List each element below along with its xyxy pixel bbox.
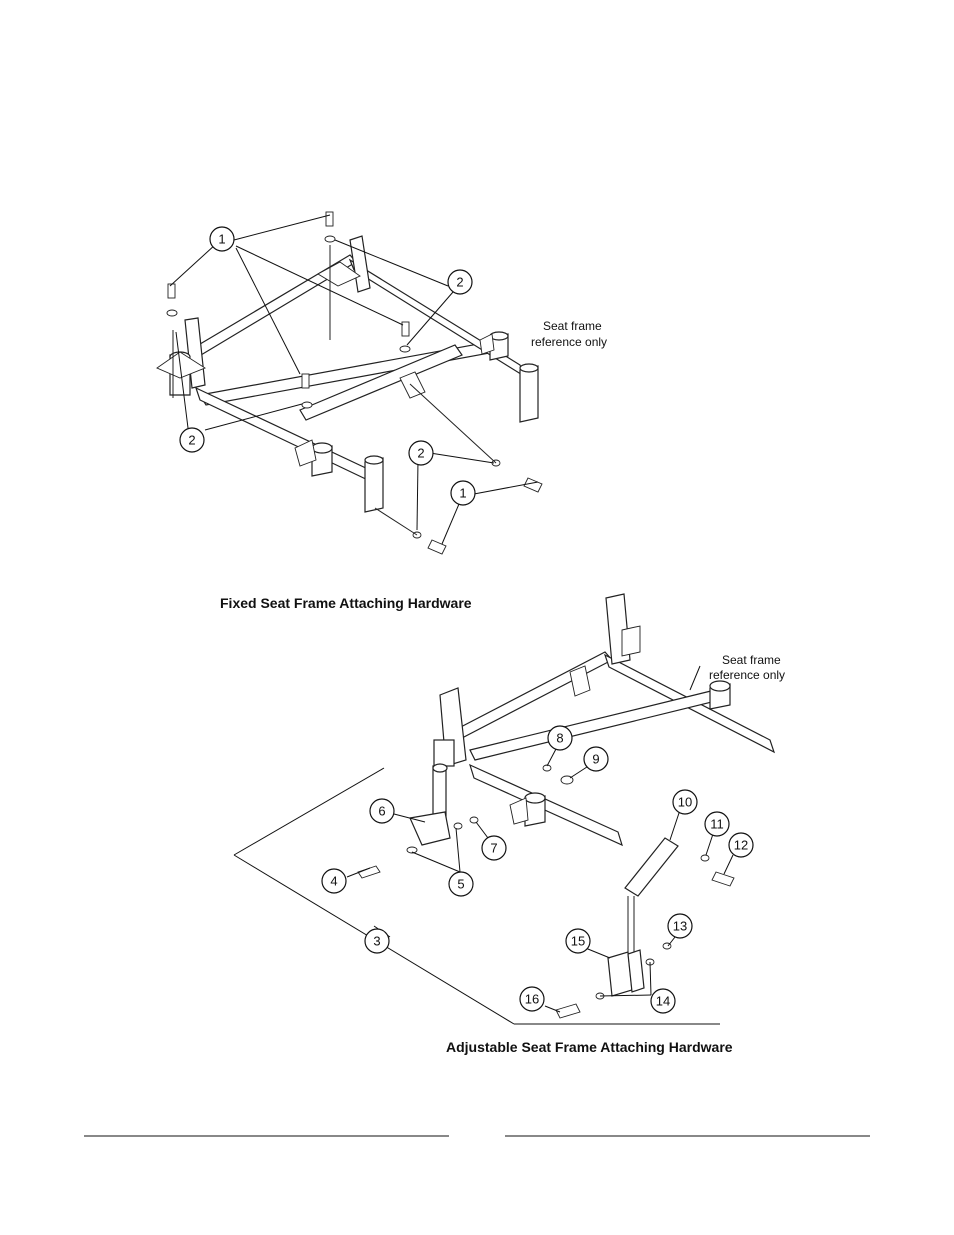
callout-1-top: 1 <box>209 226 235 252</box>
svg-text:13: 13 <box>673 919 687 934</box>
fixed-seat-frame-figure: 1 2 2 2 1 Seat frame reference only Fixe… <box>156 211 607 611</box>
svg-text:2: 2 <box>456 275 463 290</box>
callout-6: 6 <box>369 798 395 824</box>
svg-text:2: 2 <box>188 433 195 448</box>
svg-text:7: 7 <box>490 841 497 856</box>
callout-13: 13 <box>667 913 693 939</box>
callout-10: 10 <box>672 789 698 815</box>
callout-2-left: 2 <box>179 427 205 453</box>
svg-text:1: 1 <box>459 486 466 501</box>
adjustable-caption: Adjustable Seat Frame Attaching Hardware <box>446 1039 733 1055</box>
adjustable-leader-lines <box>233 748 734 1025</box>
callout-14: 14 <box>650 988 676 1014</box>
svg-text:16: 16 <box>525 992 539 1007</box>
adjustable-note-line1: Seat frame <box>722 653 781 667</box>
svg-text:8: 8 <box>556 731 563 746</box>
fixed-note-line1: Seat frame <box>543 319 602 333</box>
callout-8: 8 <box>547 725 573 751</box>
svg-text:1: 1 <box>218 232 225 247</box>
fixed-leader-lines <box>169 214 539 545</box>
svg-text:11: 11 <box>710 817 724 832</box>
svg-text:12: 12 <box>734 838 748 853</box>
fixed-frame-drawing <box>156 211 543 555</box>
callout-1-bottom: 1 <box>450 480 476 506</box>
callout-4: 4 <box>321 868 347 894</box>
svg-text:6: 6 <box>378 804 385 819</box>
svg-text:5: 5 <box>457 877 464 892</box>
svg-text:9: 9 <box>592 752 599 767</box>
svg-text:10: 10 <box>678 795 692 810</box>
fixed-note-line2: reference only <box>531 335 607 349</box>
svg-text:14: 14 <box>656 994 670 1009</box>
callout-9: 9 <box>583 746 609 772</box>
callout-3: 3 <box>364 928 390 954</box>
callout-5: 5 <box>448 871 474 897</box>
fixed-caption: Fixed Seat Frame Attaching Hardware <box>220 595 472 611</box>
svg-text:15: 15 <box>571 934 585 949</box>
adjustable-seat-frame-figure: 3 4 5 6 7 8 9 10 <box>233 593 785 1055</box>
callout-15: 15 <box>565 928 591 954</box>
callout-7: 7 <box>481 835 507 861</box>
callout-2-top: 2 <box>447 269 473 295</box>
callout-2-bottom: 2 <box>408 440 434 466</box>
callout-16: 16 <box>519 986 545 1012</box>
adjustable-frame-drawing <box>357 593 776 1019</box>
svg-text:2: 2 <box>417 446 424 461</box>
svg-text:3: 3 <box>373 934 380 949</box>
callout-12: 12 <box>728 832 754 858</box>
adjustable-note-line2: reference only <box>709 668 785 682</box>
svg-text:4: 4 <box>330 874 337 889</box>
callout-11: 11 <box>704 811 730 837</box>
